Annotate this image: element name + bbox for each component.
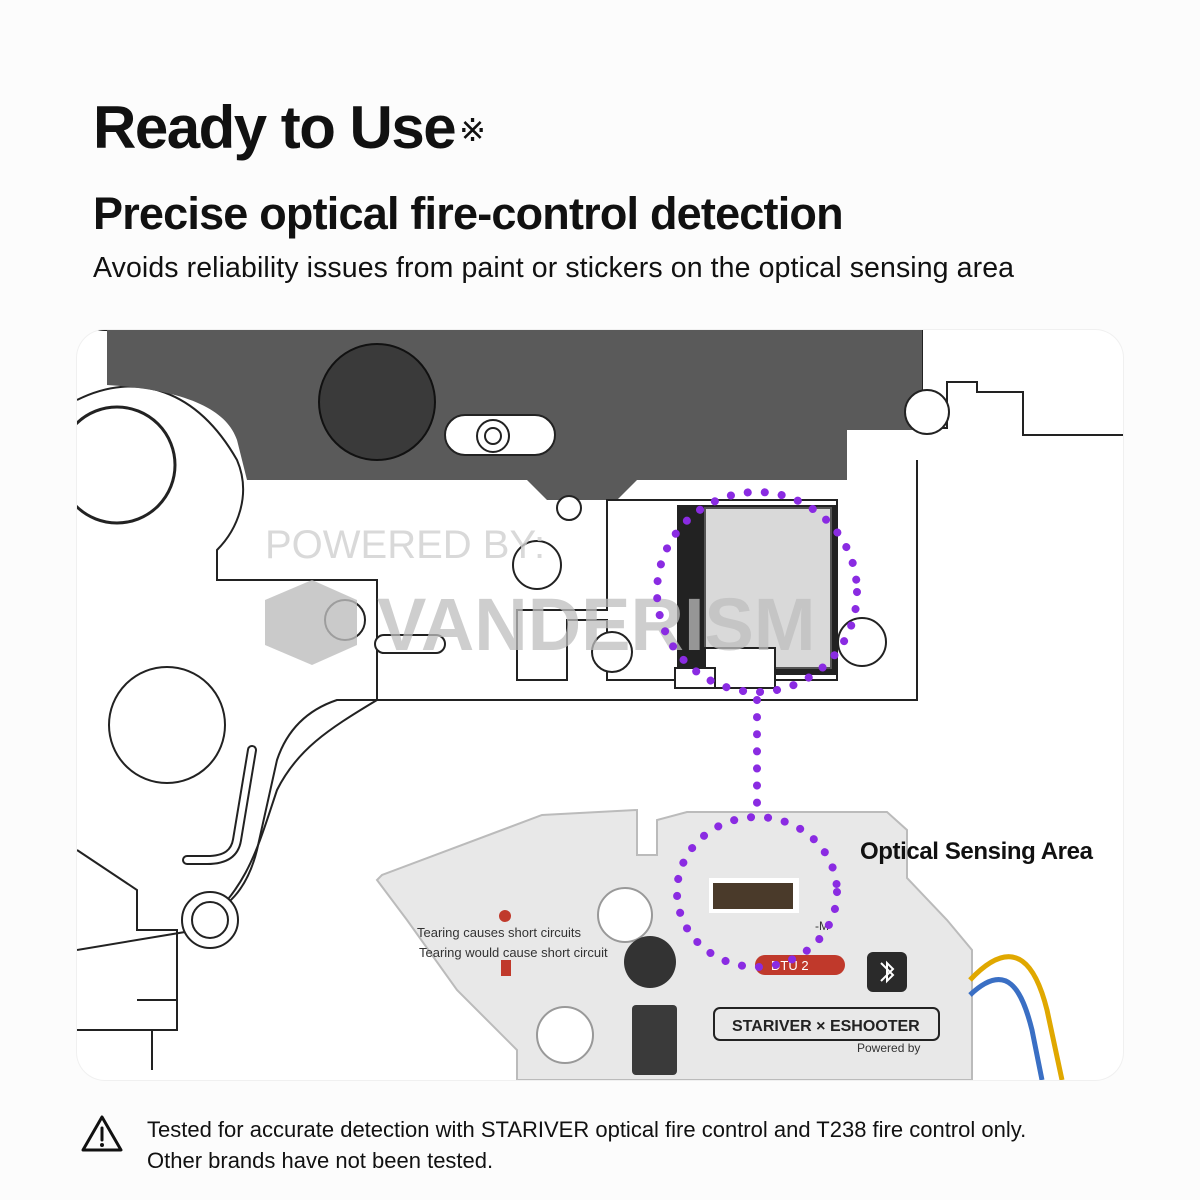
page-description: Avoids reliability issues from paint or … [93,252,1015,284]
warning-dot-icon [499,910,511,922]
pcb-powered: Powered by [857,1041,920,1055]
pcb-board [375,808,973,1080]
page-title: Ready to Use※ [93,92,486,164]
pcb-inductor [624,936,676,988]
watermark-brand: VANDERISM [377,583,816,666]
footer-text: Tested for accurate detection with STARI… [147,1114,1026,1176]
watermark-top: POWERED BY: [265,523,545,567]
pcb-code: DTU 2 [771,958,809,973]
footer-line-1: Tested for accurate detection with STARI… [147,1117,1027,1142]
reference-mark: ※ [459,112,486,148]
optical-sensing-label: Optical Sensing Area [860,838,1093,865]
pcb-connector [632,1005,677,1075]
wire-yellow [968,954,1065,1080]
sensor-highlight-bottom [673,813,841,971]
pcb-mount-hole-lower [536,1006,594,1064]
warning-triangle-icon [81,1115,123,1152]
pcb-warning-2: Tearing would cause short circuit [419,945,608,960]
gear-hole-mid [108,666,226,784]
lower-tab [77,849,178,1031]
pcb-brand-box [713,1007,940,1041]
pcb-brand: STARIVER × ESHOOTER [732,1018,920,1035]
slot-hole [374,634,446,654]
pcb-warning-1: Tearing causes short circuits [417,925,582,940]
screw-hole-right [904,389,950,435]
pcb-mount-hole [597,887,653,943]
sensor-highlight-top [653,488,861,696]
page-title-text: Ready to Use [93,94,457,161]
sensor-face [704,507,832,669]
screw-hole-icon [476,419,510,453]
page-subtitle: Precise optical fire-control detection [93,188,844,239]
small-hole [556,495,582,521]
screw-hole-inner [484,427,502,445]
gearbox-illustration: POWERED BY: VANDERISM Tearing causes sho… [77,330,1123,1080]
screw-hole-bottom [181,891,239,949]
pcb-status-led [755,955,845,975]
piston-circle [318,343,436,461]
optical-sensor-chip [713,883,793,909]
footer-line-2: Other brands have not been tested. [147,1148,494,1173]
watermark-logo-icon [265,580,357,665]
wire-blue [968,977,1045,1080]
gear-hole-top [77,405,177,525]
illustration-panel: POWERED BY: VANDERISM Tearing causes sho… [77,330,1123,1080]
pcb-mark: -M [815,919,829,933]
footer-note: Tested for accurate detection with STARI… [80,1112,1160,1182]
